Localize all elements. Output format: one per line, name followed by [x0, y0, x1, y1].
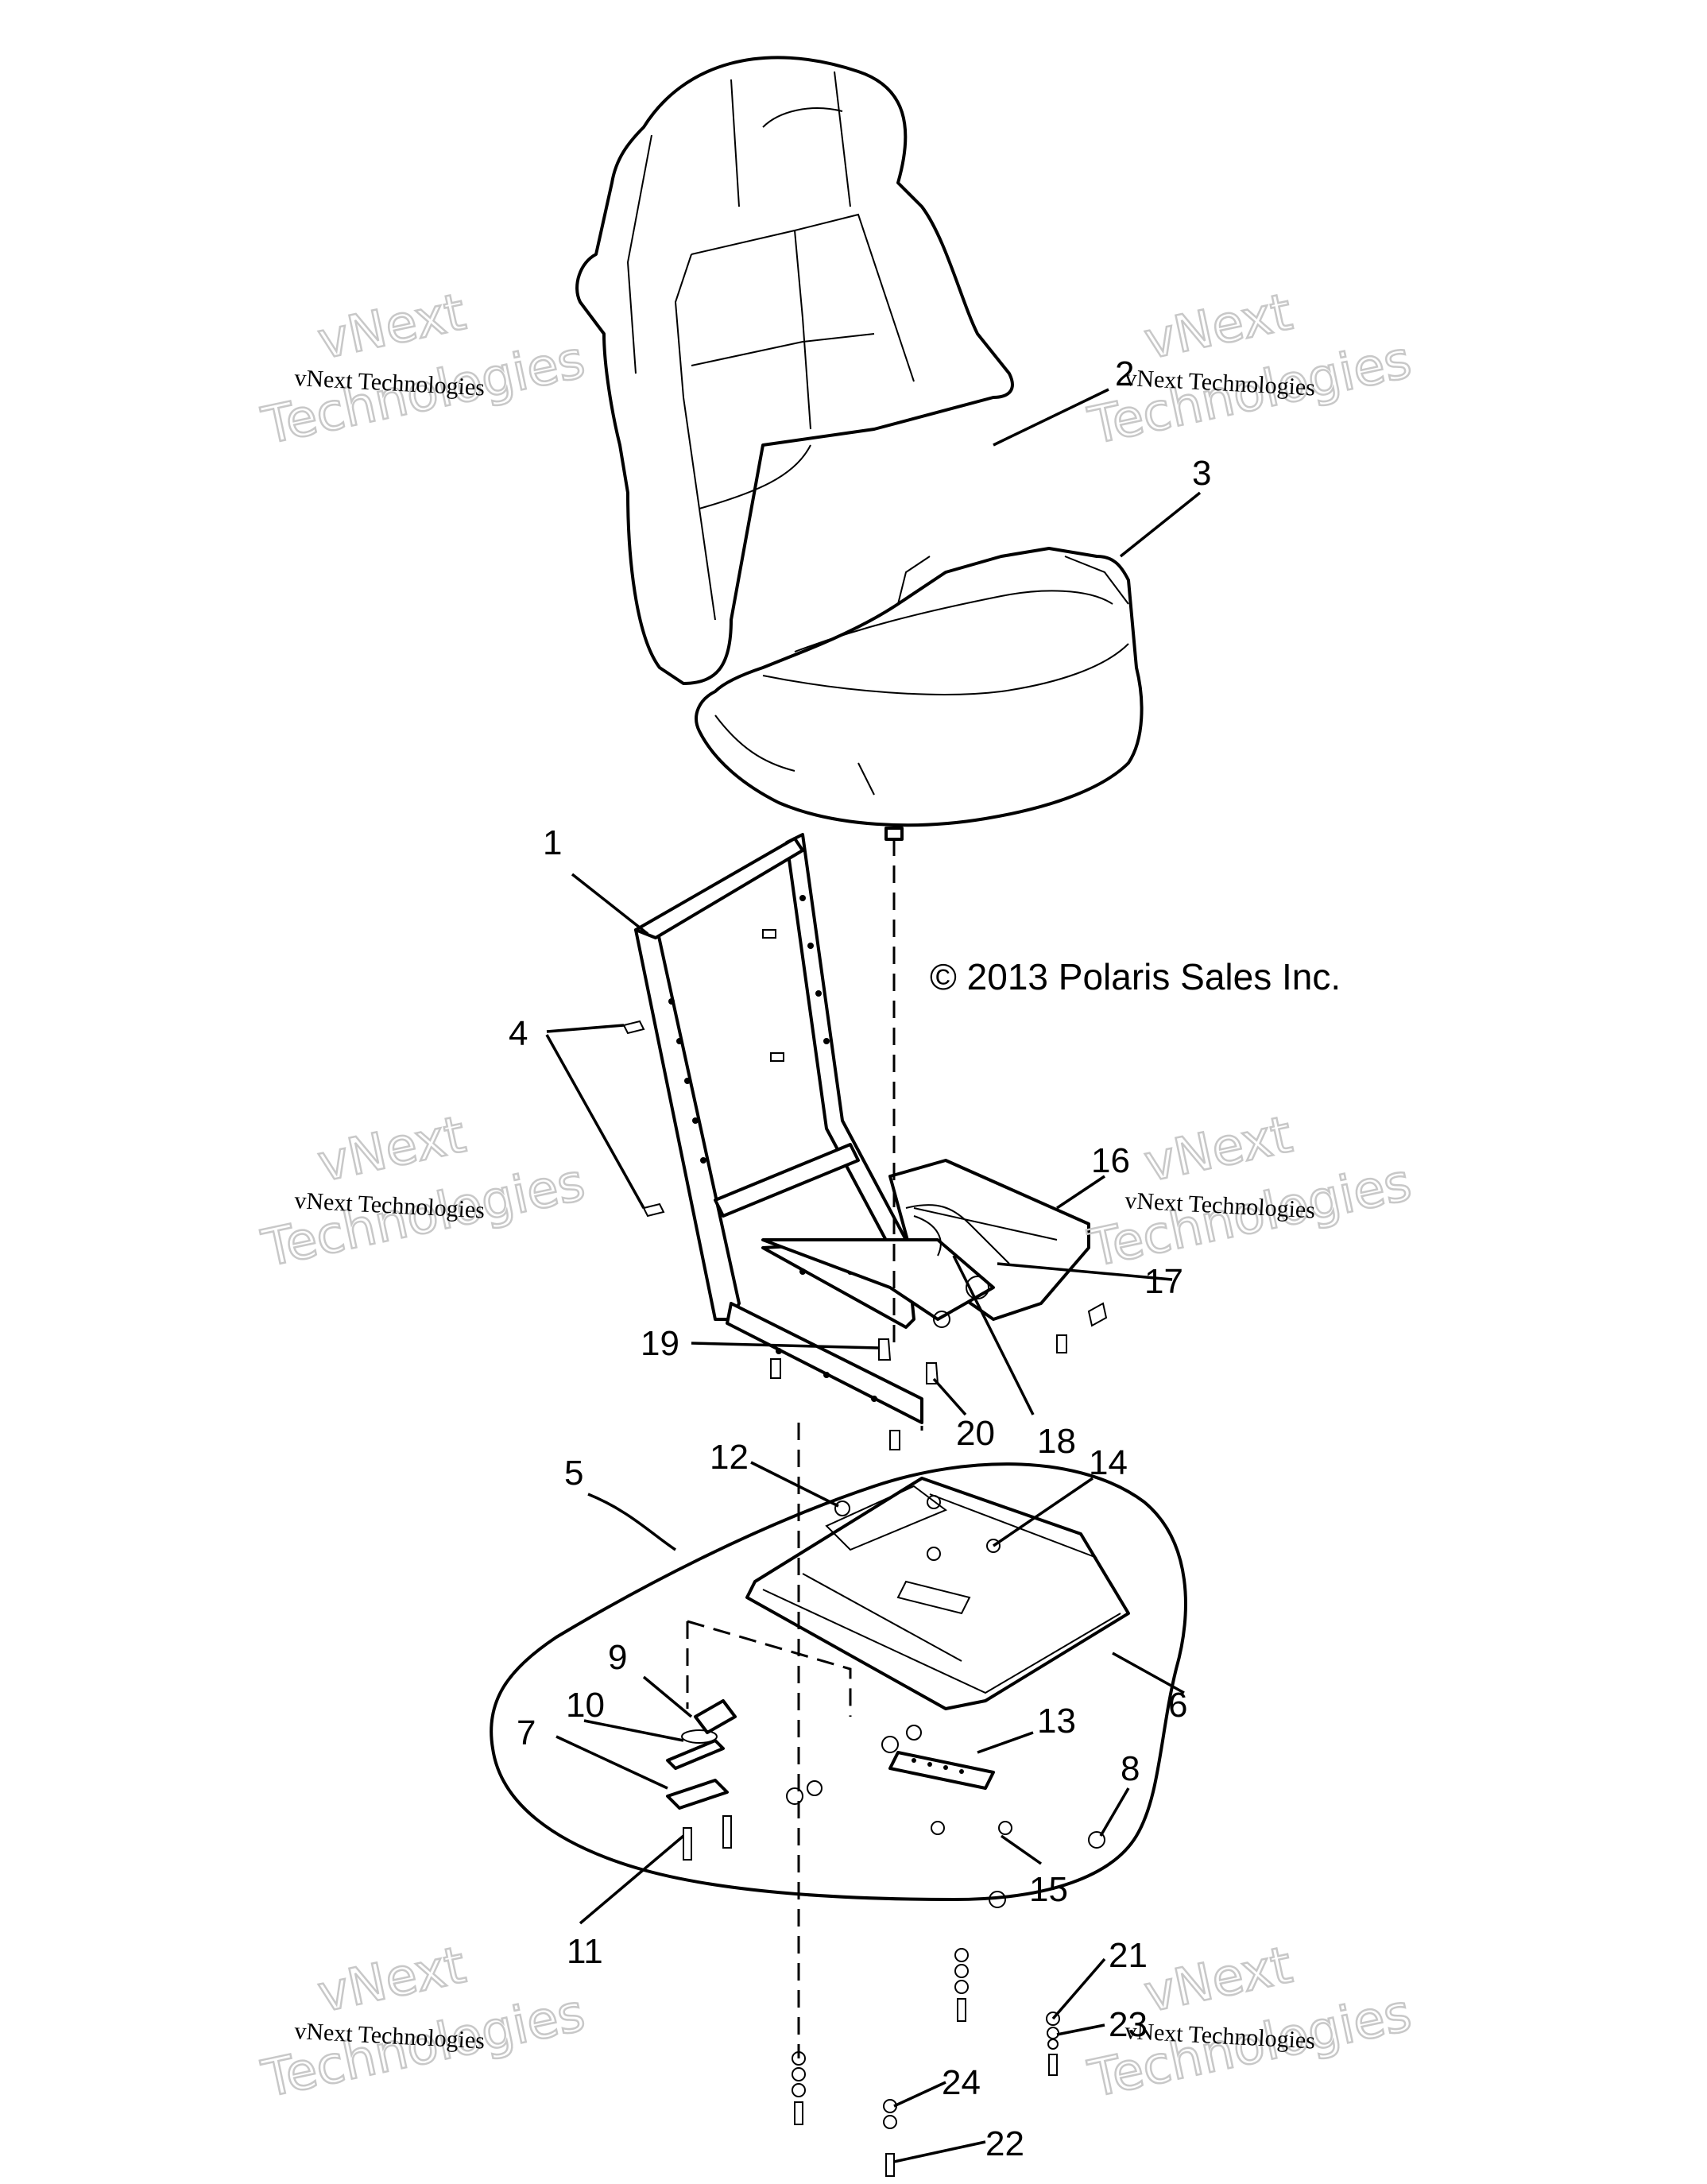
latch-plate-upper	[666, 1739, 725, 1770]
seat-belt-anchor	[905, 1204, 1010, 1264]
callout-9: 9	[608, 1638, 627, 1677]
callout-10: 10	[566, 1686, 605, 1725]
callouts: 1 2 3 4 5 6 7 8 9 10 11 12 13 14 15 16 1…	[509, 354, 1211, 2163]
callout-6: 6	[1168, 1686, 1187, 1725]
callout-1: 1	[543, 823, 562, 862]
callout-leaders	[545, 388, 1202, 2163]
callout-17: 17	[1144, 1262, 1183, 1301]
callout-22: 22	[985, 2124, 1024, 2163]
callout-12: 12	[710, 1438, 749, 1477]
seat-assembly	[575, 56, 1144, 841]
seat-base-subassembly	[490, 1462, 1187, 1908]
watermark-mid-right: vNext Technologies	[1082, 1105, 1417, 1280]
callout-20: 20	[956, 1414, 995, 1453]
callout-5: 5	[564, 1454, 583, 1493]
callout-13: 13	[1037, 1702, 1076, 1741]
seat-bottom-cushion	[695, 547, 1144, 827]
callout-14: 14	[1089, 1443, 1128, 1482]
callout-19: 19	[641, 1324, 679, 1363]
loose-hardware	[792, 1948, 1060, 2177]
latch	[694, 1699, 737, 1734]
latch-plate-lower	[666, 1779, 729, 1810]
callout-7: 7	[517, 1714, 536, 1752]
seat-bracket	[761, 1159, 1108, 1353]
watermark-top-left: vNext Technologies	[256, 282, 590, 458]
copyright-notice: © 2013 Polaris Sales Inc.	[930, 956, 1341, 997]
callout-8: 8	[1121, 1749, 1140, 1788]
callout-23: 23	[1109, 2005, 1148, 2044]
alignment-lines	[686, 838, 923, 2058]
callout-3: 3	[1192, 454, 1211, 493]
callout-21: 21	[1109, 1936, 1148, 1975]
frame-lower-rail	[726, 1302, 923, 1424]
callout-15: 15	[1029, 1870, 1068, 1909]
callout-11: 11	[567, 1932, 603, 1971]
callout-16: 16	[1091, 1141, 1130, 1180]
callout-24: 24	[942, 2063, 981, 2102]
frame-top-bar	[634, 837, 804, 939]
slider-base	[745, 1477, 1130, 1710]
frame-cross-tube	[714, 1143, 860, 1218]
callout-4: 4	[509, 1014, 528, 1053]
seat-back-cover	[575, 56, 1014, 685]
callout-2: 2	[1115, 354, 1134, 393]
frame-left-upright	[634, 920, 741, 1321]
watermark-mid-left: vNext Technologies	[256, 1105, 590, 1280]
callout-18: 18	[1037, 1422, 1076, 1461]
seat-mount-foot	[884, 827, 904, 841]
watermark-bottom-left: vNext Technologies	[256, 1935, 590, 2111]
